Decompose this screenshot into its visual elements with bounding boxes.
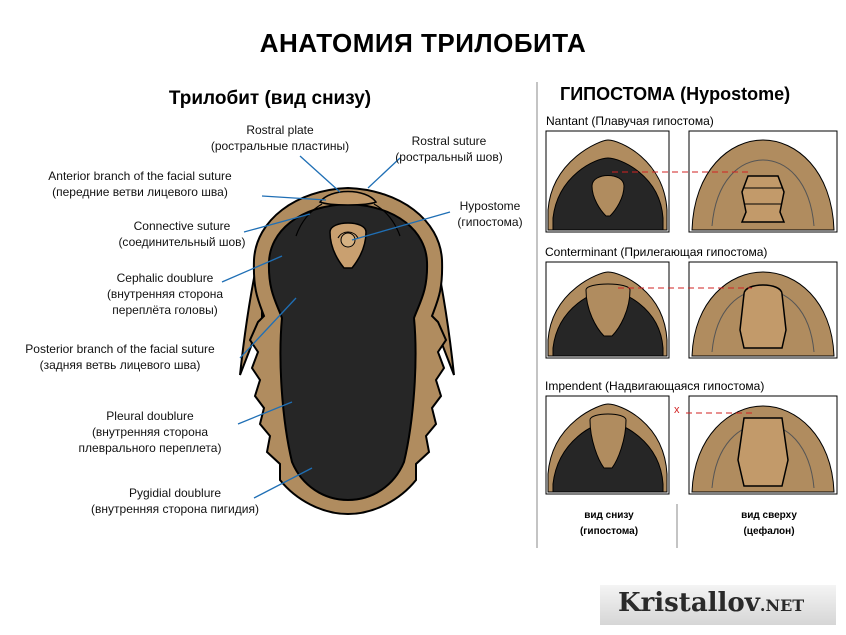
trilobite-ventral-icon: [239, 186, 455, 516]
label-cephalic-doublure-ru2: переплёта головы): [112, 303, 218, 317]
label-connective-suture-ru: (соединительный шов): [118, 235, 246, 249]
impendent-ventral-box: [545, 395, 670, 495]
label-pleural-doublure: Pleural doublure (внутренняя сторона пле…: [60, 408, 240, 456]
label-conterminant: Conterminant (Прилегающая гипостома): [545, 245, 768, 259]
right-panel-title: ГИПОСТОМА (Hypostome): [560, 84, 791, 104]
rostral-plate-shape: [318, 190, 378, 206]
conterminant-ventral-box: [545, 261, 670, 359]
caption-top-view-line2: (цефалон): [743, 526, 795, 537]
label-anterior-branch: Anterior branch of the facial suture (пе…: [20, 168, 260, 200]
label-hypostome-ru: (гипостома): [457, 215, 523, 229]
impendent-marker: x: [674, 404, 680, 416]
label-hypostome: Hypostome (гипостома): [440, 198, 540, 230]
leader-lines: [221, 155, 451, 499]
caption-bottom-view-line2: (гипостома): [579, 526, 639, 537]
left-panel-title: Трилобит (вид снизу): [168, 88, 372, 109]
facial-sutures: [295, 203, 401, 237]
caption-bottom-view: вид снизу (гипостома): [556, 508, 662, 540]
label-posterior-branch-ru: (задняя ветвь лицевого шва): [39, 358, 201, 372]
conterminant-dorsal-box: [688, 261, 838, 359]
label-pygidial-doublure: Pygidial doublure (внутренняя сторона пи…: [70, 485, 280, 517]
label-nantant: Nantant (Плавучая гипостома): [546, 114, 714, 128]
site-logo[interactable]: Kristallov.NET: [600, 585, 836, 625]
impendent-dorsal-box: [688, 395, 838, 495]
trilobite-doublure-inner: [267, 202, 429, 502]
label-pleural-doublure-ru1: (внутренняя сторона: [91, 425, 209, 439]
label-rostral-suture-en: Rostral suture: [411, 134, 487, 148]
hypostome-shape: [329, 222, 367, 269]
nantant-dorsal-box: [688, 130, 838, 233]
site-logo-name: Kristallov: [618, 588, 760, 618]
label-rostral-plate-en: Rostral plate: [246, 123, 314, 137]
caption-top-view: вид сверху (цефалон): [716, 508, 822, 540]
caption-top-view-line1: вид сверху: [741, 510, 797, 521]
page-title: АНАТОМИЯ ТРИЛОБИТА: [259, 28, 587, 58]
label-cephalic-doublure-en: Cephalic doublure: [116, 271, 214, 285]
label-rostral-plate: Rostral plate (ростральные пластины): [190, 122, 370, 154]
label-rostral-plate-ru: (ростральные пластины): [210, 139, 350, 153]
label-anterior-branch-en: Anterior branch of the facial suture: [48, 169, 232, 183]
label-impendent: Impendent (Надвигающаяся гипостома): [545, 379, 765, 393]
label-pleural-doublure-ru2: плеврального переплета): [78, 441, 222, 455]
site-logo-suffix: .NET: [759, 596, 805, 615]
label-cephalic-doublure: Cephalic doublure (внутренняя сторона пе…: [80, 270, 250, 318]
caption-bottom-view-line1: вид снизу: [584, 510, 634, 521]
label-connective-suture: Connective suture (соединительный шов): [92, 218, 272, 250]
panel-dividers: [536, 82, 678, 548]
site-logo-text: Kristallov.NET: [618, 588, 804, 618]
label-hypostome-en: Hypostome: [459, 199, 521, 213]
label-rostral-suture: Rostral suture (ростральный шов): [384, 133, 514, 165]
label-pleural-doublure-en: Pleural doublure: [106, 409, 194, 423]
nantant-ventral-box: [545, 130, 670, 233]
label-posterior-branch-en: Posterior branch of the facial suture: [25, 342, 215, 356]
label-pygidial-doublure-en: Pygidial doublure: [128, 486, 222, 500]
label-pygidial-doublure-ru: (внутренняя сторона пигидия): [91, 502, 259, 516]
label-posterior-branch: Posterior branch of the facial suture (з…: [0, 341, 240, 373]
label-rostral-suture-ru: (ростральный шов): [395, 150, 503, 164]
label-anterior-branch-ru: (передние ветви лицевого шва): [52, 185, 228, 199]
label-connective-suture-en: Connective suture: [133, 219, 231, 233]
hypostome-diagram-icon: [545, 130, 838, 495]
label-cephalic-doublure-ru1: (внутренняя сторона: [106, 287, 224, 301]
